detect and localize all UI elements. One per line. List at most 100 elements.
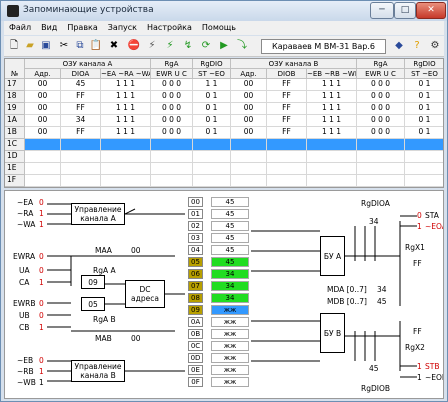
table-cell[interactable] <box>193 139 231 151</box>
run-fast-icon[interactable]: ⚡ <box>148 40 156 51</box>
stop-icon[interactable]: ⛔ <box>127 40 141 51</box>
table-cell[interactable]: 0 0 0 <box>357 79 405 91</box>
table-cell[interactable] <box>101 151 151 163</box>
paste-icon[interactable]: 📋 <box>89 40 103 51</box>
table-cell[interactable] <box>151 175 193 187</box>
memory-cell[interactable]: 45 <box>211 221 249 231</box>
table-cell[interactable]: 0 1 <box>405 79 443 91</box>
table-cell[interactable] <box>405 151 443 163</box>
memory-cell[interactable]: жж <box>211 377 249 387</box>
row-header[interactable]: 1C <box>5 139 25 151</box>
step-icon[interactable]: ⚡ <box>166 40 174 51</box>
table-cell[interactable]: FF <box>267 103 307 115</box>
table-cell[interactable]: 00 <box>25 103 61 115</box>
table-cell[interactable]: 0 0 0 <box>151 103 193 115</box>
table-cell[interactable]: 00 <box>231 91 267 103</box>
table-cell[interactable]: 1 1 1 <box>101 79 151 91</box>
table-cell[interactable] <box>25 163 61 175</box>
play-icon[interactable]: ▶ <box>220 40 228 51</box>
table-cell[interactable]: 45 <box>61 79 101 91</box>
menu-view[interactable]: Вид <box>41 23 58 32</box>
table-cell[interactable]: 0 0 0 <box>151 91 193 103</box>
step-over-icon[interactable]: ⤵ <box>237 40 247 51</box>
table-cell[interactable] <box>267 175 307 187</box>
menu-run[interactable]: Запуск <box>107 23 138 32</box>
table-cell[interactable] <box>357 175 405 187</box>
table-cell[interactable]: 00 <box>25 79 61 91</box>
table-cell[interactable]: 1 1 1 <box>307 127 357 139</box>
row-header[interactable]: 1A <box>5 115 25 127</box>
table-cell[interactable] <box>307 163 357 175</box>
table-cell[interactable] <box>25 175 61 187</box>
table-cell[interactable]: 1 1 <box>193 79 231 91</box>
table-cell[interactable] <box>193 151 231 163</box>
memory-cell[interactable]: 45 <box>211 257 249 267</box>
menu-edit[interactable]: Правка <box>67 23 98 32</box>
table-cell[interactable]: 0 1 <box>193 115 231 127</box>
table-cell[interactable] <box>101 163 151 175</box>
table-cell[interactable] <box>193 175 231 187</box>
eoa-val[interactable]: 1 <box>417 222 422 231</box>
row-header[interactable]: 1B <box>5 127 25 139</box>
table-cell[interactable]: FF <box>267 127 307 139</box>
table-cell[interactable]: 0 1 <box>193 103 231 115</box>
menu-file[interactable]: Файл <box>9 23 32 32</box>
ewrb-val[interactable]: 0 <box>39 299 44 308</box>
table-cell[interactable]: 1 1 1 <box>101 127 151 139</box>
table-cell[interactable]: 1 1 1 <box>307 103 357 115</box>
table-cell[interactable]: 1 1 1 <box>101 91 151 103</box>
table-cell[interactable] <box>405 139 443 151</box>
table-cell[interactable] <box>61 139 101 151</box>
cb-val[interactable]: 1 <box>39 323 44 332</box>
table-cell[interactable]: 0 1 <box>193 91 231 103</box>
row-header[interactable]: 1F <box>5 175 25 187</box>
open-folder-icon[interactable]: ▰ <box>26 40 34 51</box>
table-cell[interactable]: FF <box>61 91 101 103</box>
memory-cell[interactable]: 34 <box>211 293 249 303</box>
table-cell[interactable]: 00 <box>231 127 267 139</box>
memory-cell[interactable]: 34 <box>211 269 249 279</box>
table-cell[interactable] <box>101 139 151 151</box>
cycle-icon[interactable]: ⟳ <box>201 40 211 51</box>
table-cell[interactable] <box>267 139 307 151</box>
table-cell[interactable] <box>151 151 193 163</box>
table-cell[interactable]: FF <box>267 91 307 103</box>
copy-icon[interactable]: ⧉ <box>76 40 84 51</box>
table-cell[interactable] <box>405 163 443 175</box>
sig-ra-val[interactable]: 1 <box>39 209 44 218</box>
table-cell[interactable] <box>307 151 357 163</box>
table-cell[interactable]: 0 0 0 <box>357 127 405 139</box>
memory-cell[interactable]: жж <box>211 341 249 351</box>
row-header[interactable]: 19 <box>5 103 25 115</box>
table-cell[interactable] <box>61 151 101 163</box>
table-cell[interactable] <box>61 163 101 175</box>
sig-ea-val[interactable]: 0 <box>39 198 44 207</box>
memory-cell[interactable]: жж <box>211 329 249 339</box>
delete-icon[interactable]: ✖ <box>109 40 119 51</box>
table-cell[interactable]: 0 1 <box>193 127 231 139</box>
table-cell[interactable]: 1 1 1 <box>307 79 357 91</box>
table-cell[interactable]: 0 0 0 <box>357 115 405 127</box>
memory-cell[interactable]: жж <box>211 353 249 363</box>
table-cell[interactable] <box>231 151 267 163</box>
table-cell[interactable]: 0 0 0 <box>151 79 193 91</box>
memory-cell[interactable]: жж <box>211 305 249 315</box>
signal-table[interactable]: ОЗУ канала А RgA RgDIO ОЗУ канала В RgA … <box>4 58 444 188</box>
table-cell[interactable]: 0 0 0 <box>151 115 193 127</box>
sig-eb-val[interactable]: 0 <box>39 356 44 365</box>
cut-icon[interactable]: ✂ <box>59 40 69 51</box>
device-selector[interactable]: Караваев М ВМ-31 Вар.6 <box>261 39 386 54</box>
memory-cell[interactable]: 45 <box>211 245 249 255</box>
sig-wa-val[interactable]: 1 <box>39 220 44 229</box>
ewra-val[interactable]: 0 <box>39 252 44 261</box>
table-cell[interactable]: 1 1 1 <box>307 115 357 127</box>
table-cell[interactable]: 0 1 <box>405 103 443 115</box>
save-icon[interactable]: ▣ <box>41 40 51 51</box>
table-cell[interactable] <box>357 163 405 175</box>
row-header[interactable]: 1D <box>5 151 25 163</box>
table-cell[interactable] <box>151 139 193 151</box>
reset-icon[interactable]: ↯ <box>183 40 193 51</box>
sig-wb-val[interactable]: 1 <box>39 378 44 387</box>
memory-cell[interactable]: 45 <box>211 233 249 243</box>
memory-cell[interactable]: жж <box>211 365 249 375</box>
